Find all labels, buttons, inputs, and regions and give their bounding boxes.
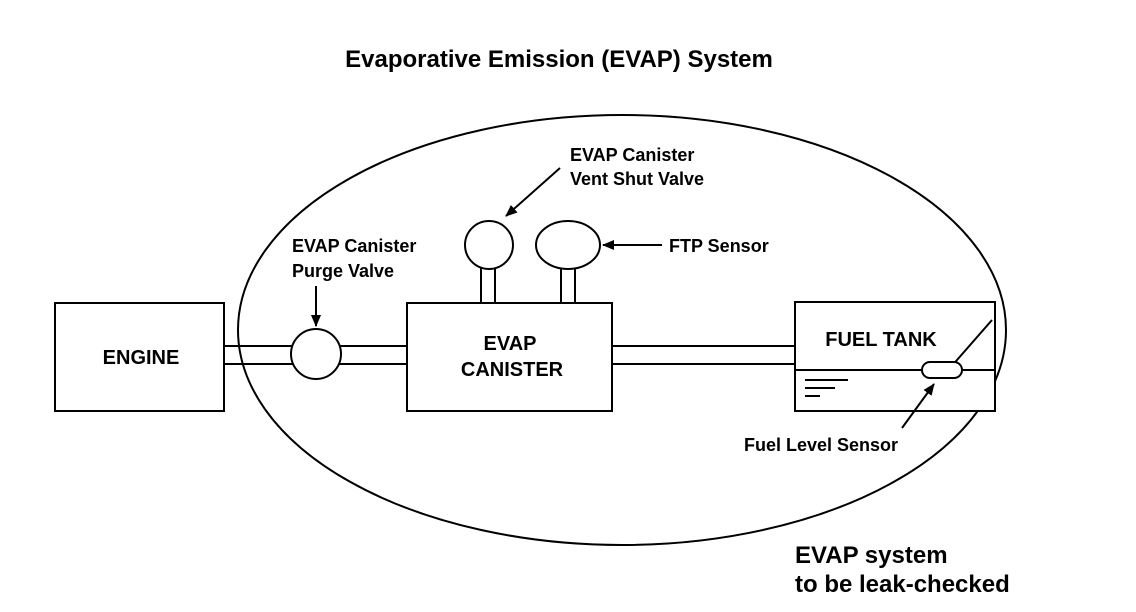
fuel-level-float xyxy=(921,361,963,379)
leak-check-boundary xyxy=(237,114,1007,546)
ftp-sensor-callout: FTP Sensor xyxy=(669,236,769,256)
ftp-sensor xyxy=(535,220,601,270)
vent-shut-valve xyxy=(464,220,514,270)
fuel-level-sensor-callout: Fuel Level Sensor xyxy=(744,435,898,455)
canister-label-line2: CANISTER xyxy=(461,359,564,381)
fuel-tank-label: FUEL TANK xyxy=(825,329,937,351)
fuel-level-marks xyxy=(805,379,848,397)
diagram-title: Evaporative Emission (EVAP) System xyxy=(345,46,773,73)
ftp-sensor-tube xyxy=(560,268,576,303)
evap-canister-box xyxy=(406,302,613,412)
engine-label: ENGINE xyxy=(103,347,180,369)
canister-label-line1: EVAP xyxy=(484,333,537,355)
vent-valve-callout-line1: EVAP Canister xyxy=(570,145,694,165)
vent-valve-callout-line2: Vent Shut Valve xyxy=(570,169,704,189)
purge-valve-callout-line1: EVAP Canister xyxy=(292,236,416,256)
purge-valve xyxy=(290,328,342,380)
vent-valve-arrow xyxy=(505,167,561,217)
fuel-tank-box xyxy=(794,301,996,412)
vent-valve-tube xyxy=(480,268,496,303)
fuel-level-sensor-arrow xyxy=(901,383,935,429)
leak-check-note-line1: EVAP system xyxy=(795,542,948,569)
tank-vapor-line xyxy=(612,345,795,365)
engine-box xyxy=(54,302,225,412)
purge-valve-callout-line2: Purge Valve xyxy=(292,261,394,281)
leak-check-note-line2: to be leak-checked xyxy=(795,571,1010,598)
float-arm xyxy=(949,319,993,369)
